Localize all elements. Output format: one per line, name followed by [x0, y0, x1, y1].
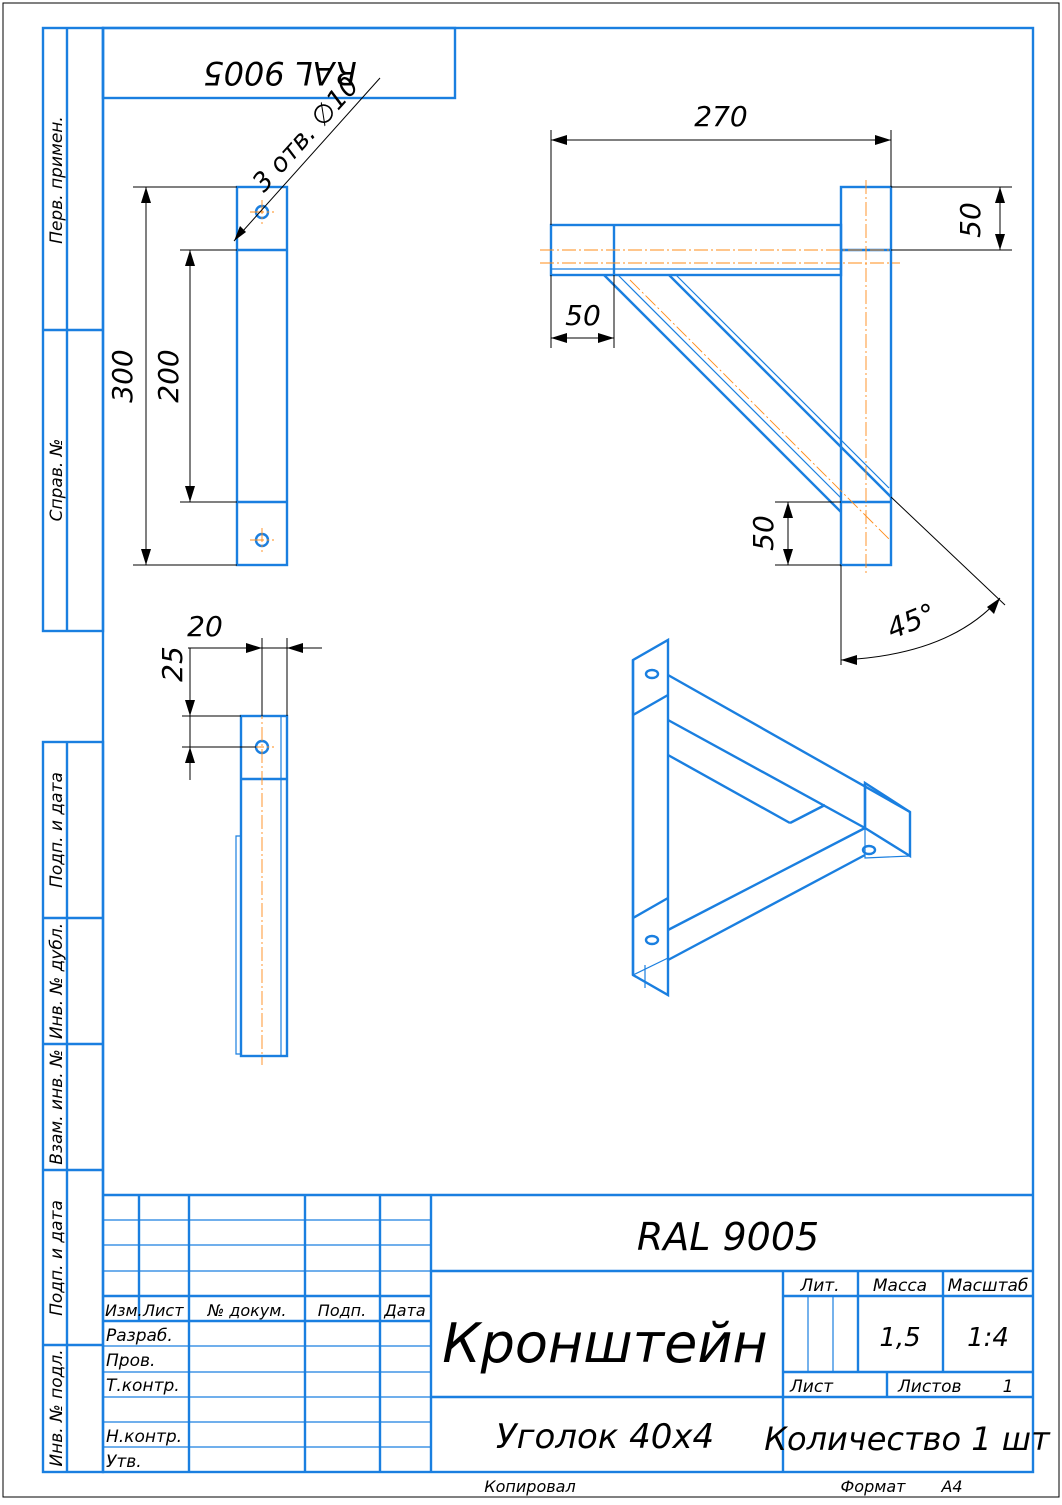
footer-copied: Копировал — [484, 1477, 575, 1496]
margin-label-sign-date-1: Подп. и дата — [47, 772, 67, 888]
role-norm-control: Н.контр. — [106, 1427, 182, 1447]
margin-label-replace-no: Взам. инв. № — [47, 1049, 67, 1164]
margin-label-ref-no: Справ. № — [47, 439, 67, 522]
dim-post-top: 50 — [954, 202, 987, 238]
header-lit: Лит. — [799, 1276, 839, 1296]
title-part-name: Кронштейн — [442, 1312, 767, 1375]
sheets-value: 1 — [1003, 1377, 1014, 1397]
rev-header-sheet: Лист — [142, 1301, 184, 1320]
rev-header-date: Дата — [383, 1301, 425, 1320]
dim-angle: 45° — [882, 597, 940, 646]
top-view — [540, 130, 1012, 665]
dim-post-bottom: 50 — [747, 515, 780, 551]
isometric-view — [631, 637, 912, 998]
rev-header-change: Изм. — [105, 1301, 143, 1320]
rev-header-doc-no: № докум. — [207, 1301, 287, 1320]
role-checked: Пров. — [106, 1351, 155, 1371]
margin-label-first-use: Перв. примен. — [47, 116, 67, 244]
main-frame — [41, 26, 1035, 1474]
scale-value: 1:4 — [967, 1323, 1009, 1353]
title-quantity: Количество 1 шт — [764, 1420, 1051, 1458]
front-view — [133, 77, 381, 567]
header-scale: Масштаб — [948, 1276, 1029, 1296]
mass-value: 1,5 — [879, 1323, 920, 1353]
margin-label-dup-no: Инв. № дубл. — [47, 923, 67, 1039]
dim-side-hole-offset: 25 — [156, 646, 189, 682]
sheet-label: Лист — [789, 1377, 834, 1397]
title-block — [103, 1193, 1033, 1472]
side-view — [182, 638, 322, 1065]
margin-label-orig-no: Инв. № подл. — [47, 1349, 67, 1466]
title-coating: RAL 9005 — [637, 1215, 819, 1259]
role-tech-control: Т.контр. — [106, 1376, 180, 1396]
dim-overall-height: 300 — [106, 349, 139, 402]
iso-hole-arm-icon — [861, 844, 877, 856]
dim-arm-left: 50 — [565, 299, 601, 332]
top-note-ral: RAL 9005 — [203, 54, 357, 92]
dim-side-width: 20 — [187, 610, 223, 643]
iso-hole-bottom-icon — [644, 934, 660, 946]
footer-format-label: Формат — [841, 1477, 907, 1496]
role-developed: Разраб. — [106, 1326, 173, 1346]
sheets-label: Листов — [897, 1377, 962, 1397]
iso-hole-top-icon — [644, 668, 660, 680]
margin-labels: Перв. примен. Справ. № Подп. и дата Инв.… — [47, 116, 67, 1466]
footer-format-value: А4 — [940, 1477, 962, 1496]
header-mass: Масса — [873, 1276, 927, 1296]
title-material: Уголок 40х4 — [496, 1417, 714, 1457]
dim-hole-spacing: 200 — [152, 349, 185, 402]
margin-label-sign-date-2: Подп. и дата — [47, 1200, 67, 1316]
role-approved: Утв. — [106, 1452, 142, 1472]
rev-header-sign: Подп. — [318, 1301, 366, 1320]
dim-arm-length: 270 — [694, 100, 747, 133]
